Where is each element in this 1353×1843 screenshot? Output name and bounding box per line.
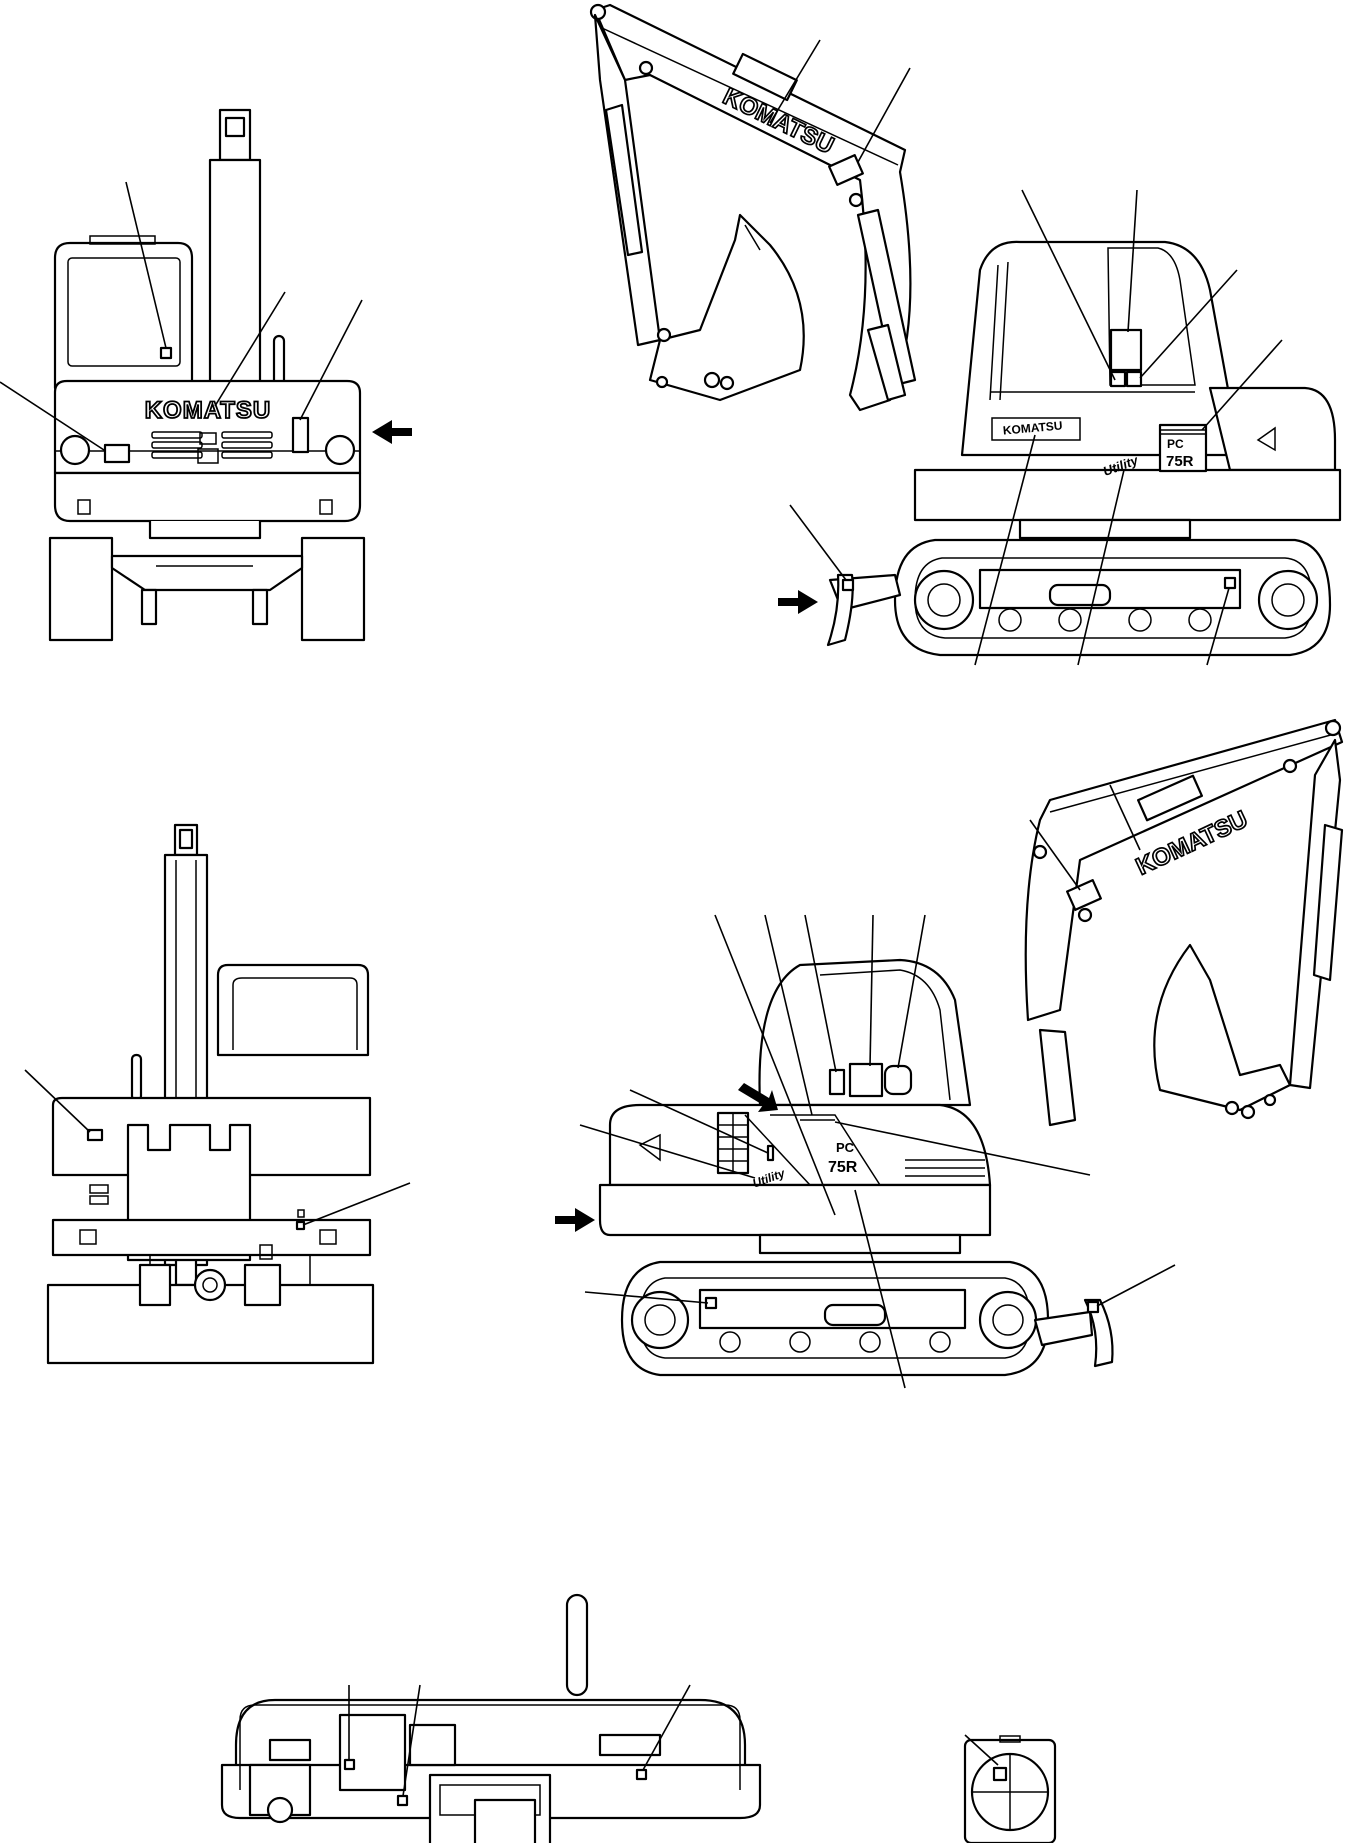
hood-decal	[766, 1144, 775, 1162]
model-text-bottom-left: 75R	[1166, 453, 1194, 470]
boom-decal-left	[828, 154, 864, 186]
front-view-arrow	[372, 420, 412, 444]
cab-decal-lower-1	[1109, 370, 1127, 388]
model-text-top-right: PC	[836, 1140, 855, 1155]
blade-decal-left	[841, 578, 855, 592]
engine-decal-1	[343, 1758, 356, 1771]
left-view-arrow	[778, 590, 818, 614]
left-side-view: KOMATSU KOMATSU PC 75R Utility	[589, 3, 1342, 666]
rear-decal-left	[86, 1128, 104, 1142]
right-side-view: KOMATSU PC 75R Utility	[555, 718, 1344, 1389]
component-decal	[992, 1766, 1008, 1782]
model-text-top-left: PC	[1167, 437, 1184, 451]
engine-compartment-view	[220, 1593, 762, 1843]
engine-decal-2	[396, 1794, 409, 1807]
right-view-arrow-side	[555, 1208, 595, 1232]
engine-decal-3	[635, 1768, 648, 1781]
track-decal-left	[1223, 576, 1237, 590]
cab-logo-text: KOMATSU	[1002, 418, 1063, 437]
rear-view	[24, 823, 411, 1365]
cab-decal-medium	[848, 1062, 884, 1098]
rear-decal-right	[295, 1220, 306, 1231]
front-logo-text: KOMATSU	[145, 397, 272, 424]
blade-decal-right	[1086, 1300, 1100, 1314]
front-decal-left	[103, 443, 131, 464]
component-detail-view	[963, 1734, 1057, 1843]
cab-decal-upper	[1109, 328, 1143, 372]
cab-decal-round	[883, 1064, 913, 1096]
front-view: KOMATSU	[0, 108, 412, 642]
front-decal-cab	[159, 346, 173, 360]
front-decal-right	[291, 416, 310, 454]
cab-decal-lower-2	[1125, 370, 1143, 388]
model-text-bottom-right: 75R	[828, 1159, 858, 1176]
right-view-arrow-hood	[738, 1083, 778, 1112]
cab-decal-small	[828, 1068, 846, 1096]
boom-decal-right	[1066, 879, 1102, 911]
